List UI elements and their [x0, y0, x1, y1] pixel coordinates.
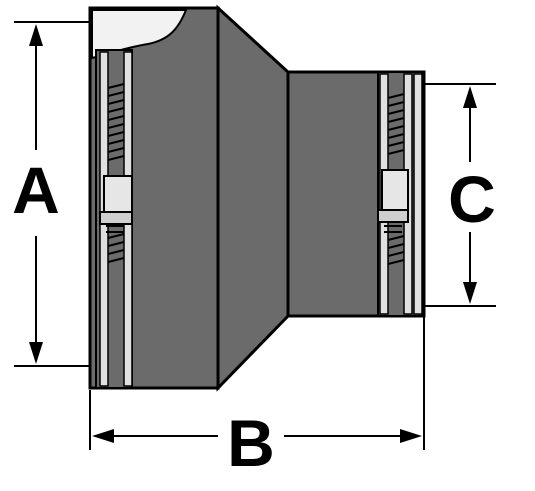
- dimension-b-arrow-left-icon: [92, 429, 114, 443]
- dimension-c: C: [424, 83, 496, 307]
- taper-section: [216, 4, 290, 392]
- small-band-perforations-upper: [387, 93, 405, 155]
- small-clamp-band: [377, 71, 423, 317]
- dimension-c-arrow-up-icon: [463, 86, 477, 108]
- dimension-b-label: B: [227, 406, 275, 480]
- dimension-b: B: [89, 316, 425, 480]
- small-band-screw-housing: [377, 169, 409, 233]
- large-band-perforations-lower: [107, 233, 125, 263]
- dimension-b-arrow-right-icon: [400, 429, 422, 443]
- dimension-a-label: A: [12, 153, 60, 227]
- large-clamp-band: [95, 49, 133, 389]
- dimension-c-label: C: [448, 162, 496, 236]
- dimension-a-arrow-up-icon: [29, 24, 43, 46]
- large-band-screw-housing: [99, 175, 133, 233]
- dimension-c-arrow-down-icon: [463, 282, 477, 304]
- dimension-a: A: [12, 21, 90, 367]
- small-band-perforations-lower: [387, 235, 405, 265]
- large-band-perforations-upper: [107, 83, 125, 161]
- dimension-a-arrow-down-icon: [29, 342, 43, 364]
